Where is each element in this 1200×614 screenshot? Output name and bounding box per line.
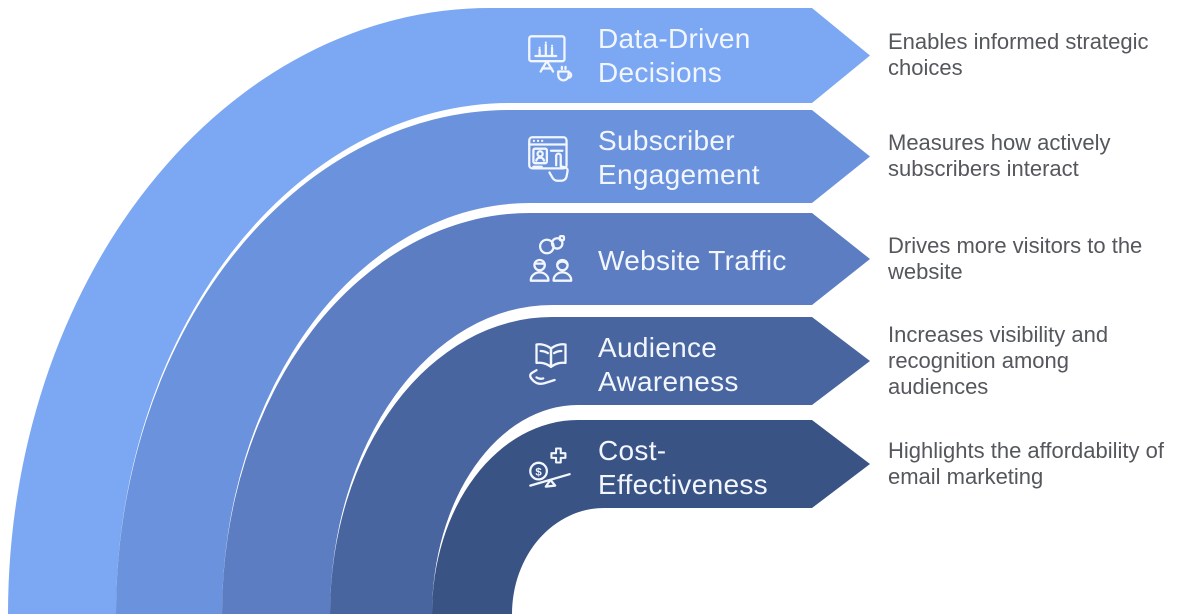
band-arrow-shape-3	[330, 317, 870, 614]
band-description: Drives more visitors to the website	[888, 233, 1143, 284]
band-description: Highlights the affordability of email ma…	[888, 438, 1164, 489]
band-description: Measures how actively subscribers intera…	[888, 130, 1111, 181]
band-arrow-shape-1	[116, 110, 870, 614]
band-arrow-shape-4	[432, 420, 870, 614]
band-description: Increases visibility and recognition amo…	[888, 322, 1109, 399]
band-arrow-shape-2	[222, 213, 870, 614]
band-description: Enables informed strategic choices	[888, 29, 1149, 80]
band-arrow-shape-0	[8, 8, 870, 614]
